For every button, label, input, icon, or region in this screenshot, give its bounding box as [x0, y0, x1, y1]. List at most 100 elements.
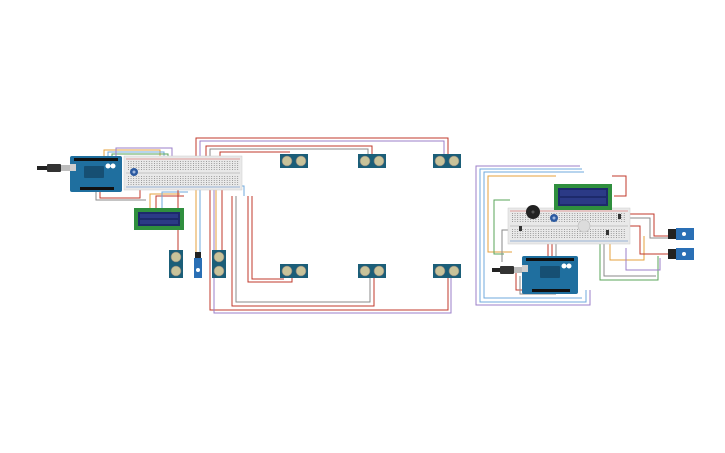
wire[interactable] — [599, 244, 659, 281]
breadboard-hole — [566, 233, 568, 234]
breadboard-hole — [618, 231, 620, 232]
breadboard-hole — [169, 176, 171, 177]
breadboard-hole — [213, 176, 215, 177]
wire[interactable] — [609, 236, 645, 261]
breadboard-hole — [138, 180, 140, 181]
breadboard-hole — [182, 161, 184, 162]
wire[interactable] — [103, 149, 161, 160]
breadboard-hole — [623, 221, 625, 222]
breadboard[interactable] — [123, 155, 243, 191]
wire[interactable] — [235, 196, 371, 303]
ultrasonic-sensor[interactable] — [212, 250, 226, 278]
servo[interactable] — [194, 252, 202, 278]
wire[interactable] — [603, 244, 656, 277]
breadboard-hole — [200, 169, 202, 170]
wire[interactable] — [115, 147, 173, 160]
breadboard-hole — [190, 180, 192, 181]
breadboard-hole — [590, 231, 591, 232]
breadboard-hole — [211, 178, 213, 179]
wire[interactable] — [195, 137, 449, 156]
arduino-uno[interactable] — [522, 256, 578, 294]
breadboard-hole — [561, 231, 563, 232]
breadboard-hole — [216, 178, 218, 179]
wire[interactable] — [149, 193, 180, 210]
ultrasonic-sensor[interactable] — [358, 154, 386, 168]
breadboard-hole — [164, 161, 166, 162]
component[interactable] — [618, 214, 621, 219]
lcd-16x2[interactable] — [134, 208, 184, 230]
breadboard-hole — [561, 221, 563, 222]
potentiometer[interactable] — [550, 214, 558, 222]
wire[interactable] — [99, 186, 141, 199]
ultrasonic-sensor[interactable] — [169, 250, 183, 278]
breadboard-hole — [193, 176, 194, 177]
wire[interactable] — [205, 145, 373, 156]
breadboard-hole — [571, 217, 573, 218]
ultrasonic-sensor[interactable] — [433, 154, 461, 168]
right-circuit — [475, 165, 694, 306]
wire[interactable] — [161, 191, 188, 210]
breadboard-hole — [226, 178, 228, 179]
breadboard-hole — [545, 235, 547, 236]
ultrasonic-sensor[interactable] — [433, 264, 461, 278]
breadboard-hole — [195, 180, 197, 181]
lcd-16x2[interactable] — [554, 184, 612, 210]
wire[interactable] — [479, 168, 587, 303]
wire[interactable] — [628, 213, 668, 237]
ultrasonic-sensor[interactable] — [280, 154, 308, 168]
breadboard-hole — [561, 233, 563, 234]
servo[interactable] — [668, 248, 694, 260]
wire[interactable] — [209, 148, 369, 156]
breadboard-hole — [595, 221, 597, 222]
wire[interactable] — [199, 140, 445, 156]
component[interactable] — [606, 230, 609, 235]
piezo-buzzer[interactable] — [526, 205, 540, 219]
breadboard-hole — [571, 237, 573, 238]
breadboard-hole — [512, 219, 513, 220]
ultrasonic-sensor[interactable] — [358, 264, 386, 278]
wire[interactable] — [213, 190, 452, 314]
wire[interactable] — [487, 175, 556, 253]
wire[interactable] — [625, 248, 661, 271]
wire[interactable] — [630, 225, 668, 255]
breadboard-hole — [530, 229, 532, 230]
wire[interactable] — [219, 151, 290, 156]
wire[interactable] — [95, 190, 146, 201]
breadboard-hole — [133, 165, 135, 166]
breadboard-hole — [226, 182, 228, 183]
breadboard-hole — [193, 165, 194, 166]
wire[interactable] — [483, 171, 584, 299]
wire[interactable] — [475, 165, 591, 306]
wire[interactable] — [209, 190, 449, 311]
wire[interactable] — [628, 217, 668, 239]
potentiometer[interactable] — [130, 168, 138, 176]
breadboard-hole — [569, 229, 571, 230]
breadboard-hole — [169, 169, 171, 170]
arduino-uno[interactable] — [70, 156, 122, 192]
breadboard-hole — [229, 184, 231, 185]
breadboard-hole — [613, 237, 615, 238]
breadboard-hole — [553, 235, 555, 236]
breadboard-hole — [237, 165, 239, 166]
breadboard-hole — [595, 237, 597, 238]
breadboard-hole — [582, 233, 584, 234]
component[interactable] — [519, 226, 522, 231]
wire[interactable] — [251, 196, 284, 280]
photoresistor[interactable] — [577, 219, 591, 233]
wire[interactable] — [231, 196, 375, 307]
servo[interactable] — [668, 228, 694, 240]
breadboard-hole — [135, 180, 137, 181]
breadboard-hole — [558, 215, 560, 216]
ultrasonic-sensor[interactable] — [280, 264, 308, 278]
wire[interactable] — [247, 196, 293, 283]
breadboard-hole — [164, 176, 166, 177]
breadboard-hole — [584, 237, 586, 238]
wire[interactable] — [493, 199, 510, 255]
breadboard-hole — [200, 163, 202, 164]
breadboard-hole — [130, 163, 132, 164]
breadboard-hole — [190, 167, 192, 168]
wire[interactable] — [612, 175, 627, 197]
breadboard-hole — [597, 213, 599, 214]
wire[interactable] — [155, 195, 184, 210]
breadboard-hole — [522, 219, 524, 220]
